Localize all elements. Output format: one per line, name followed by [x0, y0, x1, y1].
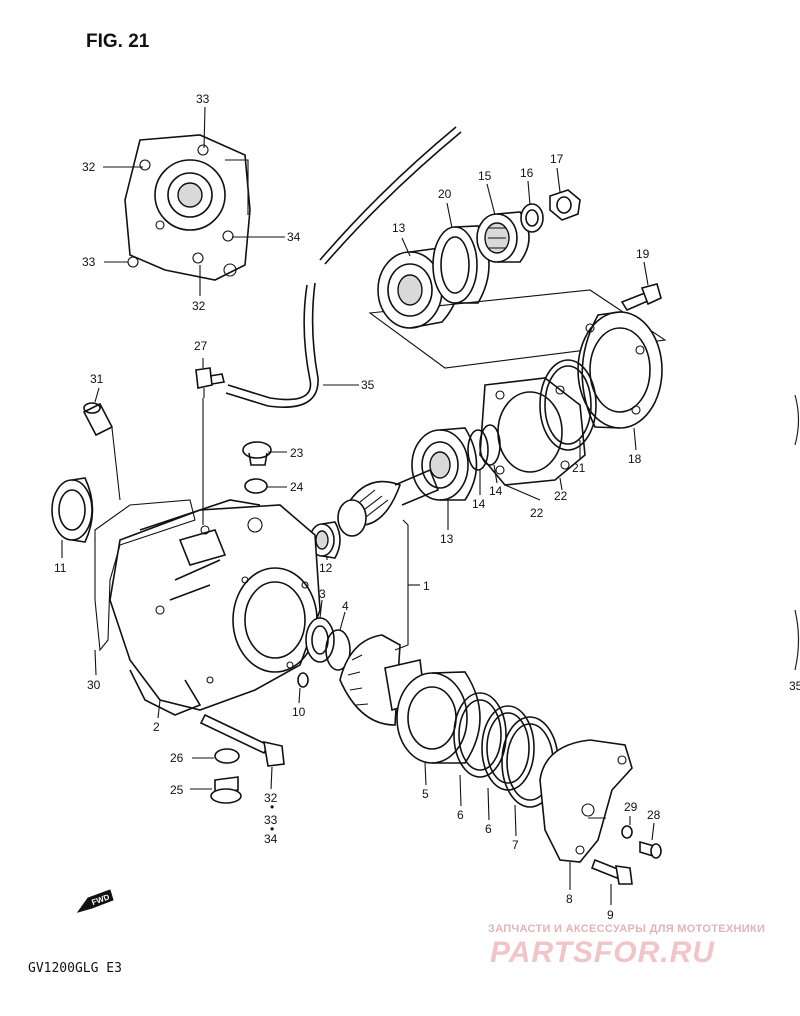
gasket-30 [94, 499, 196, 652]
label-3: 3 [319, 587, 326, 601]
edge-label: 35 [789, 679, 800, 693]
label-31: 31 [90, 372, 104, 386]
edge-fragment [794, 394, 800, 446]
label-33: 33 [82, 255, 96, 269]
label-32: 32 [192, 299, 206, 313]
label-7: 7 [512, 838, 519, 852]
label-6: 6 [485, 822, 492, 836]
label-10: 10 [292, 705, 306, 719]
label-28: 28 [647, 808, 661, 822]
o-ring-10 [297, 672, 309, 688]
ring-gear [339, 634, 426, 726]
label-4: 4 [342, 599, 349, 613]
nut-17 [549, 189, 581, 221]
bolt-9 [590, 858, 633, 885]
washer-29 [621, 825, 633, 839]
hose-upper [319, 126, 457, 261]
edge-fragment [794, 609, 800, 671]
leader-lines [61, 106, 655, 905]
label-21: 21 [572, 461, 586, 475]
label-2: 2 [153, 720, 160, 734]
label-17: 17 [550, 152, 564, 166]
label-9: 9 [607, 908, 614, 922]
label-8: 8 [566, 892, 573, 906]
label-32: 32 [264, 791, 278, 805]
gasket-22 [479, 377, 586, 486]
cover-plate-drawing [124, 134, 251, 281]
label-25: 25 [170, 783, 184, 797]
watermark-tagline: ЗАПЧАСТИ И АКСЕССУАРЫ ДЛЯ МОТОТЕХНИКИ [488, 923, 765, 935]
group-frame [368, 289, 667, 369]
label-22: 22 [530, 506, 544, 520]
label-16: 16 [520, 166, 534, 180]
label-6: 6 [457, 808, 464, 822]
label-32: 32 [82, 160, 96, 174]
washer-26 [214, 748, 240, 764]
final-drive-cover-8 [539, 739, 633, 863]
label-26: 26 [170, 751, 184, 765]
bolt-19 [620, 283, 662, 312]
label-20: 20 [438, 187, 452, 201]
drain-plug-25 [210, 776, 242, 804]
washer-16 [520, 203, 544, 233]
part-labels: 33 32 34 33 32 13 20 15 16 17 19 35 27 3… [54, 92, 661, 922]
label-27: 27 [194, 339, 208, 353]
figure-title: FIG. 21 [86, 31, 150, 52]
bearing-13-upper [377, 247, 459, 329]
label-5: 5 [422, 787, 429, 801]
seal-20 [432, 225, 490, 304]
cover-18 [577, 311, 663, 429]
label-33: 33 [264, 813, 278, 827]
label-13: 13 [440, 532, 454, 546]
screw-28 [639, 840, 662, 859]
shim-6a [453, 692, 507, 778]
bearing-15 [476, 211, 530, 263]
bearing-5 [396, 671, 481, 764]
oil-seal-11 [51, 477, 94, 543]
watermark-brand: PARTSFOR.RU [490, 936, 715, 969]
label-13: 13 [392, 221, 406, 235]
washer-24 [244, 478, 268, 494]
label-12: 12 [319, 561, 333, 575]
pinion-gear [337, 468, 440, 537]
breather-27 [195, 367, 225, 398]
label-18: 18 [628, 452, 642, 466]
final-gear-housing [109, 499, 321, 716]
label-23: 23 [290, 446, 304, 460]
fwd-arrow-icon: FWD [76, 889, 114, 913]
filler-plug-23 [242, 441, 272, 466]
sleeve-31 [82, 402, 114, 437]
ring-4 [325, 629, 351, 671]
bearing-13-lower [411, 427, 478, 501]
label-14: 14 [472, 497, 486, 511]
label-30: 30 [87, 678, 101, 692]
ring-21 [539, 359, 597, 451]
label-22: 22 [554, 489, 568, 503]
label-dot: • [270, 800, 274, 814]
label-19: 19 [636, 247, 650, 261]
label-dot: • [270, 822, 274, 836]
model-code: GV1200GLG E3 [28, 961, 122, 976]
label-11: 11 [54, 561, 67, 575]
label-24: 24 [290, 480, 304, 494]
label-14: 14 [489, 484, 503, 498]
label-33: 33 [196, 92, 210, 106]
label-1: 1 [423, 579, 430, 593]
label-34: 34 [264, 832, 278, 846]
hose-lower [227, 284, 312, 401]
shim-14 [467, 424, 501, 471]
label-35: 35 [361, 378, 375, 392]
stud-bolt-32 [199, 713, 285, 767]
spacer-3 [305, 617, 335, 663]
label-34: 34 [287, 230, 301, 244]
label-29: 29 [624, 800, 638, 814]
label-15: 15 [478, 169, 492, 183]
